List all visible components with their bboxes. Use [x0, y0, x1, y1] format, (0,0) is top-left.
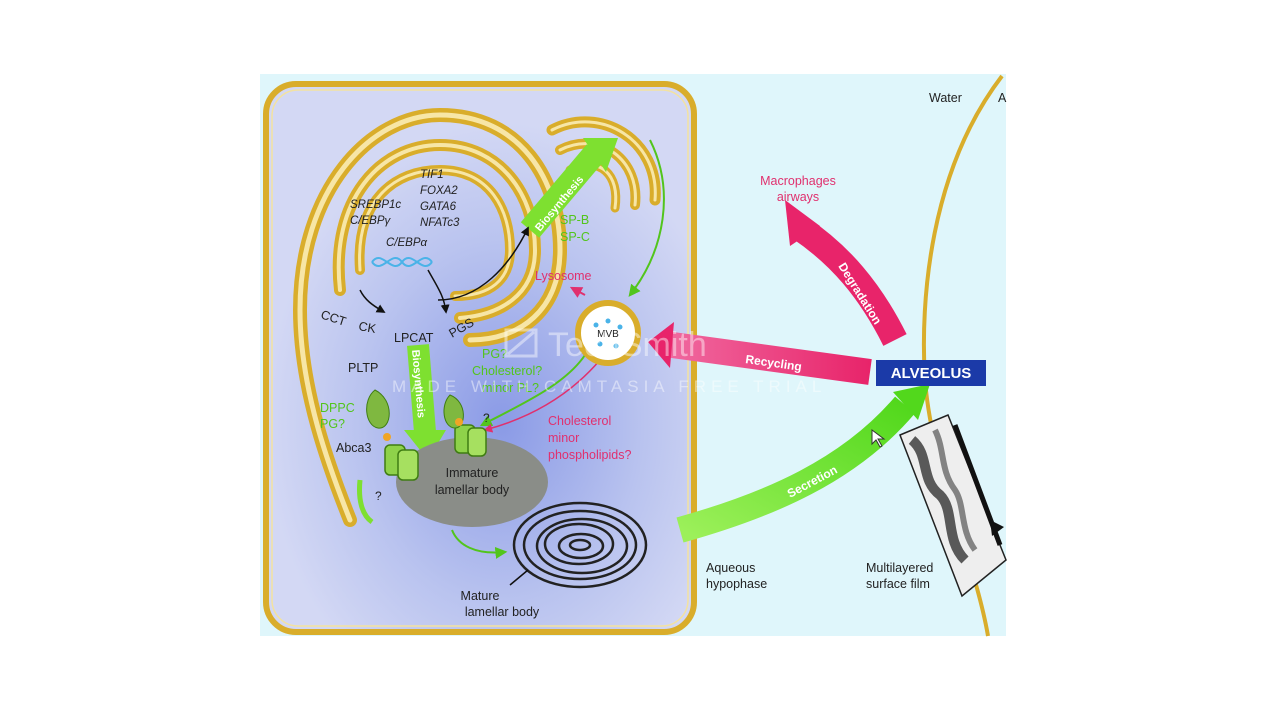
sp-b-label: SP-B [560, 213, 589, 227]
abca3-label: Abca3 [336, 441, 371, 455]
question-mark-right: ? [483, 411, 490, 425]
foxa2-label: FOXA2 [420, 185, 458, 197]
water-partial-label: A [998, 91, 1007, 105]
secretion-arrow [676, 396, 915, 543]
alveolus-label: ALVEOLUS [891, 365, 972, 382]
minor-label: minor [548, 431, 579, 445]
sp-c-label: SP-C [560, 230, 590, 244]
question-mark-left: ? [375, 489, 382, 503]
multilayered-label: Multilayered [866, 561, 933, 575]
pg-question-label: PG? [482, 347, 507, 361]
pg-label: PG? [320, 417, 345, 431]
srebp1c-label: SREBP1c [350, 199, 401, 211]
hypophase-label: hypophase [706, 577, 767, 591]
phospholipids-label: phospholipids? [548, 448, 631, 462]
biosynthesis-arrow-mid [407, 344, 436, 433]
dna-helix [371, 256, 433, 268]
cholesterol-label: Cholesterol [548, 414, 611, 428]
cebpg-label: C/EBPγ [350, 215, 392, 227]
immature-lamellar-label: lamellar body [435, 483, 510, 497]
lysosome-label: Lysosome [535, 269, 592, 283]
dppc-label: DPPC [320, 401, 355, 415]
biosynthesis-mid-label: Biosynthesis [409, 349, 427, 418]
pltp-protein [366, 389, 464, 441]
minor-pl-question-label: minor PL? [482, 381, 539, 395]
surface-film-label: surface film [866, 577, 930, 591]
aqueous-label: Aqueous [706, 561, 755, 575]
mature-label: Mature [461, 589, 500, 603]
mature-lamellar-label: lamellar body [465, 605, 540, 619]
immature-lamellar-body [396, 437, 548, 527]
surface-film-micrograph [899, 414, 1007, 598]
mouse-cursor-icon [871, 429, 886, 448]
water-label: Water [929, 91, 962, 105]
watermark-line: MADE WITH CAMTASIA FREE TRIAL [392, 377, 826, 396]
macrophages-label: Macrophages [760, 174, 836, 188]
recycling-arrow [663, 331, 872, 385]
mvb-vesicle [575, 300, 641, 366]
watermark: TechSmith MADE WITH CAMTASIA FREE TRIAL [392, 326, 826, 396]
airways-label: airways [777, 190, 819, 204]
pltp-label: PLTP [348, 361, 378, 375]
abca3-transporter [384, 424, 487, 481]
gata6-label: GATA6 [420, 201, 457, 213]
endoplasmic-reticulum [292, 107, 568, 527]
alveolus-box [876, 360, 986, 386]
ck-label: CK [357, 319, 377, 336]
lpcat-label: LPCAT [394, 331, 434, 345]
cebpa-label: C/EBPα [386, 237, 428, 249]
biosynthesis-arrow-top [520, 144, 606, 238]
nfatc3-label: NFATc3 [420, 217, 460, 229]
tif1-label: TIF1 [420, 169, 444, 181]
mvb-label: MVB [597, 329, 619, 340]
immature-label: Immature [446, 466, 499, 480]
cholesterol-question-label: Cholesterol? [472, 364, 542, 378]
mature-lamellar-body [512, 501, 648, 589]
degradation-arrow [792, 217, 907, 346]
golgi-apparatus [546, 116, 661, 213]
watermark-brand: TechSmith [548, 326, 707, 364]
